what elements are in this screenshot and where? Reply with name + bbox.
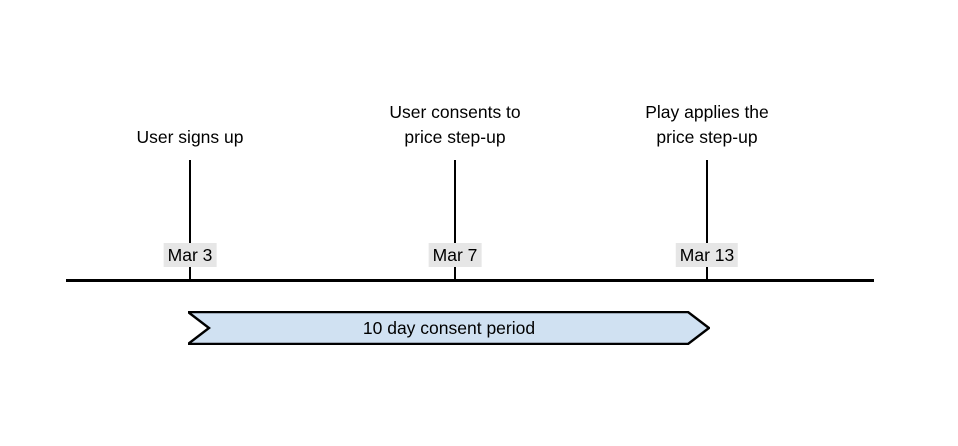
consent-period-banner: 10 day consent period bbox=[188, 311, 710, 345]
event-tick-line bbox=[706, 160, 708, 281]
event-date-label: Mar 7 bbox=[428, 243, 482, 267]
event-tick-line bbox=[189, 160, 191, 281]
event-caption: User consents to price step-up bbox=[389, 102, 521, 147]
event-date-label: Mar 13 bbox=[675, 243, 739, 267]
timeline-axis bbox=[66, 279, 874, 282]
event-caption: Play applies the price step-up bbox=[645, 102, 769, 147]
event-caption: User signs up bbox=[136, 127, 244, 147]
chevron-arrow-icon bbox=[188, 311, 710, 345]
event-date-label: Mar 3 bbox=[163, 243, 217, 267]
chevron-shape bbox=[188, 311, 710, 345]
event-tick-line bbox=[454, 160, 456, 281]
